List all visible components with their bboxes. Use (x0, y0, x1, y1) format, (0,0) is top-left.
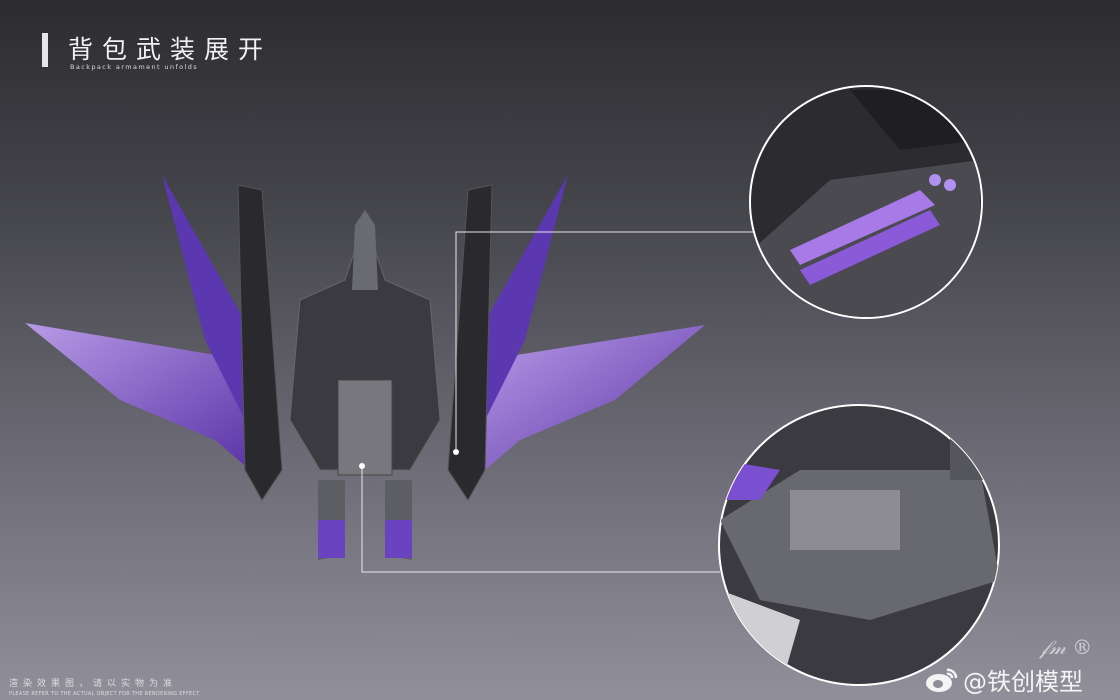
signature-logo: 𝒻𝓂 ® (1040, 635, 1093, 659)
robot-model (25, 175, 705, 560)
weibo-icon (926, 668, 958, 692)
page-title: 背包武装展开 (68, 35, 273, 64)
detail-circle-missile-pod (718, 404, 1000, 686)
page-subtitle: Backpack armament unfolds (70, 63, 199, 71)
weibo-handle: @铁创模型 (925, 662, 1083, 697)
weibo-handle-text: @铁创模型 (963, 668, 1083, 696)
detail-circle-weapon-blades (749, 85, 983, 319)
disclaimer-en: PLEASE REFER TO THE ACTUAL OBJECT FOR TH… (9, 691, 200, 697)
title-accent-bar (42, 33, 48, 67)
callout-line-bottom (361, 466, 720, 573)
disclaimer-cn: 渲染效果图，请以实物为准 (9, 679, 178, 689)
callout-line-top (455, 231, 760, 452)
